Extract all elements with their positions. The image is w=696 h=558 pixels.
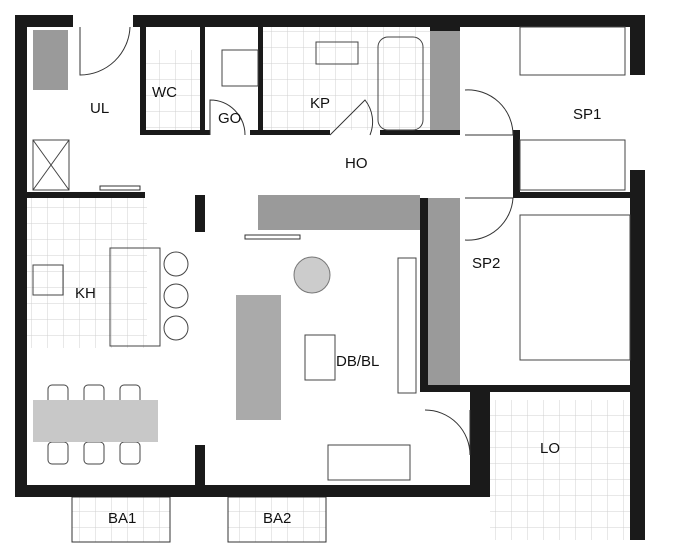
wc-tiles — [146, 50, 200, 130]
sofa — [236, 295, 281, 420]
closet-sp2 — [428, 198, 460, 385]
kitchen-tiles — [27, 198, 147, 348]
room-label-go: GO — [218, 110, 242, 127]
room-label-ba1: BA1 — [108, 510, 137, 527]
room-label-lo: LO — [540, 440, 561, 457]
room-label-sp2: SP2 — [472, 255, 501, 272]
room-label-sp1: SP1 — [573, 106, 602, 123]
room-label-ba2: BA2 — [263, 510, 292, 527]
lo-tiles — [490, 400, 630, 540]
kp-tiles — [262, 27, 430, 130]
dining-table — [33, 400, 158, 442]
window-sill-ul — [99, 185, 141, 191]
closet-kp — [430, 27, 460, 133]
walls — [15, 15, 645, 540]
room-label-ho: HO — [345, 155, 368, 172]
room-label-kp: KP — [310, 95, 331, 112]
armchair — [293, 256, 331, 294]
closet-ul — [33, 30, 68, 90]
room-label-ul: UL — [90, 100, 110, 117]
ba2-tiles — [227, 496, 327, 543]
window-sill-ho — [244, 234, 301, 240]
closet-hall — [258, 195, 420, 230]
room-label-wc: WC — [152, 84, 177, 101]
doors — [79, 26, 514, 456]
room-label-dbbl: DB/BL — [336, 353, 380, 370]
room-label-kh: KH — [75, 285, 96, 302]
ba1-tiles — [71, 496, 171, 543]
